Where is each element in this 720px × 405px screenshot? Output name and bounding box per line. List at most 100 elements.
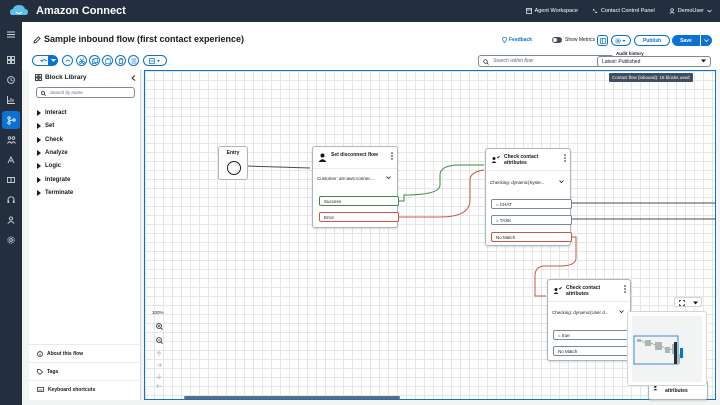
branch-no-match[interactable]: No Match (553, 346, 632, 356)
show-metrics-toggle[interactable]: Show Metrics (552, 37, 595, 43)
save-button[interactable]: Save (672, 35, 700, 46)
cut-button[interactable] (76, 55, 87, 66)
category-set[interactable]: Set (37, 123, 54, 129)
expand-icon (37, 163, 41, 169)
branch-chat[interactable]: = CHAT (491, 199, 572, 209)
branch-true[interactable]: = true (553, 330, 632, 340)
keyboard-shortcuts-section[interactable]: Keyboard shortcuts (29, 380, 141, 398)
pan-left-button[interactable] (154, 381, 164, 391)
keyboard-icon (37, 387, 44, 392)
toggle-switch[interactable] (552, 37, 562, 43)
more-actions-icon[interactable] (391, 152, 393, 160)
metrics-panel-button[interactable] (597, 35, 608, 46)
pan-up-button[interactable] (154, 349, 164, 359)
expand-icon (37, 137, 41, 143)
block-config-value: Customer: arn:aws:connec... (317, 176, 375, 181)
undo-icon (40, 58, 48, 62)
collapse-panel-icon[interactable] (131, 75, 136, 81)
app-title: Amazon Connect (36, 5, 126, 17)
dashboard-icon[interactable] (5, 54, 17, 66)
block-library-panel: Block Library Search by name Interact Se… (29, 70, 141, 400)
user-icon (669, 8, 675, 14)
feedback-link[interactable]: Feedback (502, 37, 532, 43)
chevron-down-icon (707, 9, 712, 13)
menu-icon[interactable] (5, 28, 17, 40)
zoom-out-icon (155, 336, 163, 344)
arrange-button[interactable] (128, 55, 139, 66)
entry-output-port[interactable] (227, 161, 241, 175)
category-label: Analyze (45, 150, 68, 156)
delete-button[interactable] (115, 55, 126, 66)
audit-history-select[interactable]: Latest: Published (597, 56, 711, 67)
block-library-icon (35, 74, 42, 81)
category-logic[interactable]: Logic (37, 163, 61, 169)
category-label: Terminate (45, 190, 74, 196)
block-title: Set disconnect flow (331, 152, 378, 158)
block-search-input[interactable]: Search by name (36, 87, 135, 98)
more-actions-icon[interactable] (624, 285, 626, 293)
entry-point[interactable]: Entry (218, 146, 248, 180)
copy-button[interactable] (89, 55, 100, 66)
zoom-out-button[interactable] (154, 335, 164, 345)
horizontal-scrollbar[interactable] (184, 396, 400, 399)
check-contact-attributes-block[interactable]: Check contact attributes Checking: dynam… (485, 148, 572, 246)
pan-right-button[interactable] (154, 360, 164, 370)
analytics-icon[interactable] (5, 94, 17, 106)
flow-canvas[interactable] (144, 70, 716, 400)
zoom-in-button[interactable] (154, 321, 164, 331)
block-search-placeholder: Search by name (50, 90, 83, 95)
edit-name-icon[interactable] (33, 36, 41, 44)
save-options-dropdown[interactable] (701, 35, 712, 46)
caret-down-icon (50, 59, 56, 62)
paste-icon (104, 57, 111, 64)
settings-icon[interactable] (5, 234, 17, 246)
flow-search-input[interactable]: Search within flow (478, 55, 614, 67)
contact-control-panel-link[interactable]: Contact Control Panel (592, 8, 655, 14)
block-config-select[interactable]: Checking: dynamic(User d... (552, 307, 626, 318)
category-analyze[interactable]: Analyze (37, 150, 68, 156)
caret-down-icon (701, 59, 706, 63)
block-config-select[interactable]: Checking: dynamic(Syste... (490, 177, 566, 188)
view-options-button[interactable] (143, 55, 167, 66)
block-config-select[interactable]: Customer: arn:aws:connec... (317, 173, 393, 184)
routing-icon[interactable] (2, 111, 20, 129)
redo-icon (65, 59, 70, 62)
about-flow-section[interactable]: About this flow (29, 344, 141, 362)
branch-no-match[interactable]: No Match (491, 232, 572, 242)
minimap-controls[interactable] (674, 297, 702, 307)
scissors-icon (78, 57, 85, 64)
check-attributes-icon (491, 155, 500, 163)
paste-button[interactable] (102, 55, 113, 66)
category-label: Interact (45, 110, 67, 116)
channels-icon[interactable] (5, 174, 17, 186)
redo-button[interactable] (62, 55, 73, 66)
user-menu[interactable]: DemoUser (669, 8, 712, 14)
contact-control-panel-label: Contact Control Panel (600, 8, 655, 14)
settings-dropdown[interactable] (611, 35, 631, 46)
category-integrate[interactable]: Integrate (37, 177, 70, 183)
undo-history-dropdown[interactable] (48, 55, 58, 66)
check-contact-attributes-block-2[interactable]: Check contact attributes Checking: dynam… (547, 279, 632, 361)
minimap[interactable] (627, 311, 707, 386)
branch-success[interactable]: Success (319, 196, 399, 206)
publish-button[interactable]: Publish (634, 35, 670, 46)
profile-icon[interactable] (5, 214, 17, 226)
clock-icon[interactable] (5, 74, 17, 86)
category-interact[interactable]: Interact (37, 110, 67, 116)
audit-history-value: Latest: Published (602, 58, 641, 65)
set-disconnect-flow-block[interactable]: Set disconnect flow Customer: arn:aws:co… (312, 146, 399, 228)
bot-icon[interactable] (5, 154, 17, 166)
category-terminate[interactable]: Terminate (37, 190, 73, 196)
more-actions-icon[interactable] (564, 154, 566, 162)
branch-task[interactable]: = TASK (491, 215, 572, 225)
users-icon[interactable] (5, 134, 17, 146)
branch-error[interactable]: Error (319, 212, 399, 222)
side-navigation-rail (0, 22, 22, 405)
audit-history-label: Audit history (616, 51, 644, 56)
tags-section[interactable]: Tags (29, 362, 141, 380)
expand-icon (37, 150, 41, 156)
headset-icon[interactable] (5, 194, 17, 206)
agent-workspace-link[interactable]: Agent Workspace (525, 8, 578, 14)
pan-down-button[interactable] (154, 371, 164, 381)
category-check[interactable]: Check (37, 137, 63, 143)
